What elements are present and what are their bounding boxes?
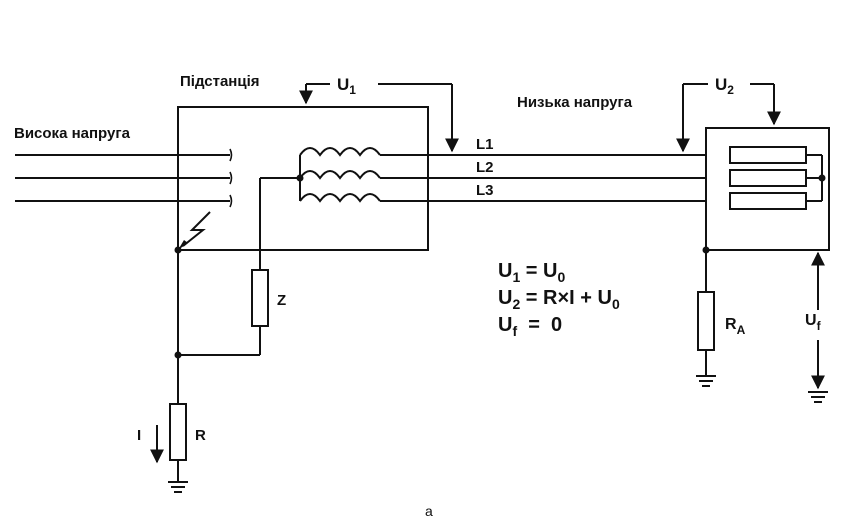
r-label: R: [195, 427, 206, 444]
high-voltage-lines: [15, 148, 233, 208]
substation-earth-path: [168, 246, 188, 493]
l1-label: L1: [476, 136, 494, 153]
z-label: Z: [277, 292, 286, 309]
high-voltage-label: Висока напруга: [14, 125, 131, 142]
lv-lines: [380, 154, 730, 202]
u2-label: U2: [715, 75, 734, 97]
uf-label: Uf: [805, 312, 822, 333]
u1-label: U1: [337, 75, 356, 97]
equations: U1 = U0 U2 = R×I + U0 Uf = 0: [498, 260, 620, 339]
substation-label: Підстанція: [180, 73, 260, 90]
ra-label: RA: [725, 316, 746, 337]
equation-line: U1 = U0: [498, 260, 566, 285]
low-voltage-label: Низька напруга: [517, 94, 633, 111]
u1-bracket: [299, 83, 459, 153]
u2-bracket: [676, 83, 781, 153]
load-resistors: [729, 146, 826, 210]
l2-label: L2: [476, 159, 494, 176]
equation-line: U2 = R×I + U0: [498, 287, 620, 312]
l3-label: L3: [476, 182, 494, 199]
fault-arrowhead-icon: [178, 240, 188, 250]
current-label: I: [137, 427, 141, 444]
consumer-earth-path: [696, 246, 716, 387]
figure-caption: a: [425, 503, 433, 519]
equation-line: Uf = 0: [498, 314, 562, 339]
uf-measure: [808, 251, 828, 403]
neutral-impedance-path: [178, 177, 300, 356]
fault-lightning-icon: [182, 211, 211, 247]
